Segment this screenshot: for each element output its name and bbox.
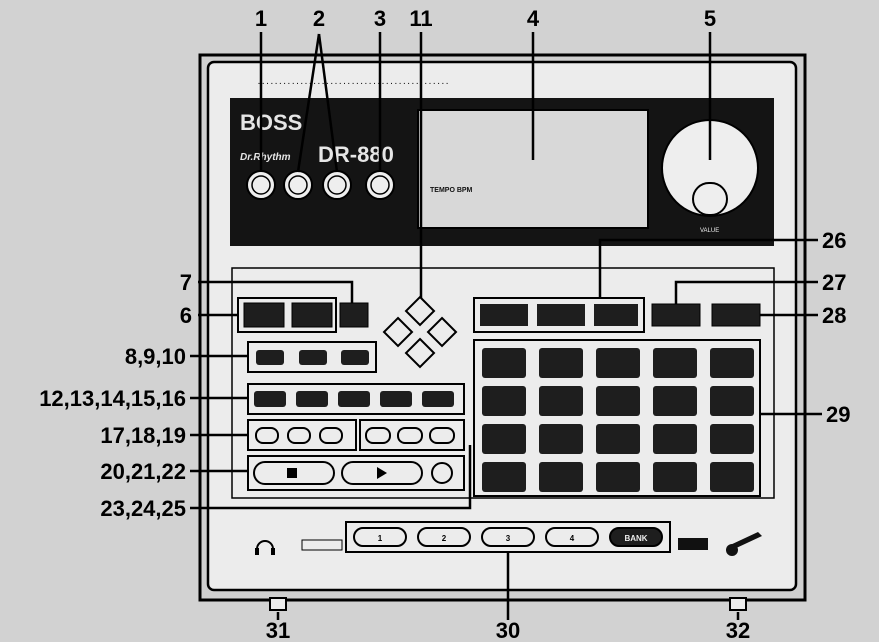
input-label-block bbox=[678, 538, 708, 550]
button-b[interactable] bbox=[397, 427, 423, 444]
button-6b[interactable] bbox=[291, 302, 333, 328]
drum-pad[interactable] bbox=[539, 462, 583, 492]
pad-keys: 1 2 3 4 BANK bbox=[353, 527, 663, 547]
leader-lines bbox=[190, 32, 822, 620]
pad-key-3[interactable]: 3 bbox=[481, 527, 535, 547]
button-c[interactable] bbox=[429, 427, 455, 444]
pad-key-5[interactable]: BANK bbox=[609, 527, 663, 547]
callout-26: 26 bbox=[822, 228, 846, 253]
display-text: TEMPO BPM bbox=[430, 187, 473, 194]
top-strip-labels: · · · · · · · · · · · · · · · · · · · · … bbox=[258, 81, 448, 88]
pad-key-label: 2 bbox=[442, 534, 447, 543]
drum-pad[interactable] bbox=[653, 424, 697, 454]
stop-icon bbox=[287, 468, 297, 478]
button-9[interactable] bbox=[299, 350, 327, 365]
callout-7: 7 bbox=[180, 270, 192, 295]
callout-29: 29 bbox=[826, 402, 850, 427]
callout-31: 31 bbox=[266, 618, 290, 642]
callout-8-10: 8,9,10 bbox=[125, 344, 186, 369]
guitar-icon bbox=[726, 532, 762, 556]
button-28[interactable] bbox=[711, 303, 761, 327]
callout-4: 4 bbox=[527, 6, 540, 31]
play-icon bbox=[377, 467, 387, 479]
drum-pad[interactable] bbox=[596, 348, 640, 378]
jack-32[interactable] bbox=[729, 597, 747, 611]
knob-1[interactable] bbox=[246, 170, 276, 200]
dial-label: VALUE bbox=[700, 228, 719, 234]
model-logo: DR-880 bbox=[318, 142, 394, 167]
headphone-icon bbox=[255, 540, 275, 555]
button-17[interactable] bbox=[255, 427, 279, 444]
pad-key-1[interactable]: 1 bbox=[353, 527, 407, 547]
callout-23-25: 23,24,25 bbox=[100, 496, 186, 521]
pad-key-2[interactable]: 2 bbox=[417, 527, 471, 547]
callout-30: 30 bbox=[496, 618, 520, 642]
drum-pad[interactable] bbox=[653, 386, 697, 416]
pad-key-label: BANK bbox=[624, 534, 647, 543]
pad-key-label: 1 bbox=[378, 534, 383, 543]
drum-pad[interactable] bbox=[482, 348, 526, 378]
button-19[interactable] bbox=[319, 427, 343, 444]
button-7[interactable] bbox=[339, 302, 369, 328]
callout-6: 6 bbox=[180, 303, 192, 328]
record-button[interactable] bbox=[431, 462, 453, 484]
callout-11: 11 bbox=[409, 6, 432, 31]
button-a[interactable] bbox=[365, 427, 391, 444]
callout-27: 27 bbox=[822, 270, 846, 295]
callout-1: 1 bbox=[255, 6, 267, 31]
knob-2a[interactable] bbox=[283, 170, 313, 200]
drum-pad[interactable] bbox=[596, 386, 640, 416]
drum-pad[interactable] bbox=[539, 348, 583, 378]
button-27[interactable] bbox=[651, 303, 701, 327]
drum-pad[interactable] bbox=[653, 348, 697, 378]
button-12[interactable] bbox=[254, 391, 286, 407]
button-10[interactable] bbox=[341, 350, 369, 365]
button-15[interactable] bbox=[380, 391, 412, 407]
pad-key-4[interactable]: 4 bbox=[545, 527, 599, 547]
drum-pad[interactable] bbox=[539, 386, 583, 416]
button-26c[interactable] bbox=[594, 304, 638, 326]
button-18[interactable] bbox=[287, 427, 311, 444]
drum-pad[interactable] bbox=[653, 462, 697, 492]
drum-pad[interactable] bbox=[710, 462, 754, 492]
button-16[interactable] bbox=[422, 391, 454, 407]
callout-20-22: 20,21,22 bbox=[100, 459, 186, 484]
button-26b[interactable] bbox=[537, 304, 585, 326]
button-6a[interactable] bbox=[243, 302, 285, 328]
button-14[interactable] bbox=[338, 391, 370, 407]
callout-2: 2 bbox=[313, 6, 325, 31]
callout-28: 28 bbox=[822, 303, 846, 328]
callout-32: 32 bbox=[726, 618, 750, 642]
drum-pad[interactable] bbox=[710, 348, 754, 378]
knob-3[interactable] bbox=[365, 170, 395, 200]
brand-logo: BOSS bbox=[240, 110, 302, 135]
drum-pad[interactable] bbox=[482, 386, 526, 416]
drum-pad[interactable] bbox=[539, 424, 583, 454]
callout-17-19: 17,18,19 bbox=[100, 423, 186, 448]
top-strip bbox=[215, 68, 790, 90]
callout-5: 5 bbox=[704, 6, 716, 31]
drum-pad[interactable] bbox=[482, 462, 526, 492]
pad-grid bbox=[482, 348, 754, 492]
slot bbox=[301, 539, 343, 551]
drum-pad[interactable] bbox=[596, 424, 640, 454]
drum-pad[interactable] bbox=[482, 424, 526, 454]
callout-3: 3 bbox=[374, 6, 386, 31]
model-script-logo: Dr.Rhythm bbox=[240, 152, 291, 163]
callout-12-16: 12,13,14,15,16 bbox=[39, 386, 186, 411]
cursor-keys[interactable] bbox=[382, 295, 458, 369]
button-8[interactable] bbox=[256, 350, 284, 365]
pad-key-label: 3 bbox=[506, 534, 511, 543]
drum-pad[interactable] bbox=[596, 462, 640, 492]
button-13[interactable] bbox=[296, 391, 328, 407]
drum-pad[interactable] bbox=[710, 386, 754, 416]
drum-pad[interactable] bbox=[710, 424, 754, 454]
jack-31[interactable] bbox=[269, 597, 287, 611]
button-26a[interactable] bbox=[480, 304, 528, 326]
pad-key-label: 4 bbox=[570, 534, 575, 543]
knob-2b[interactable] bbox=[322, 170, 352, 200]
